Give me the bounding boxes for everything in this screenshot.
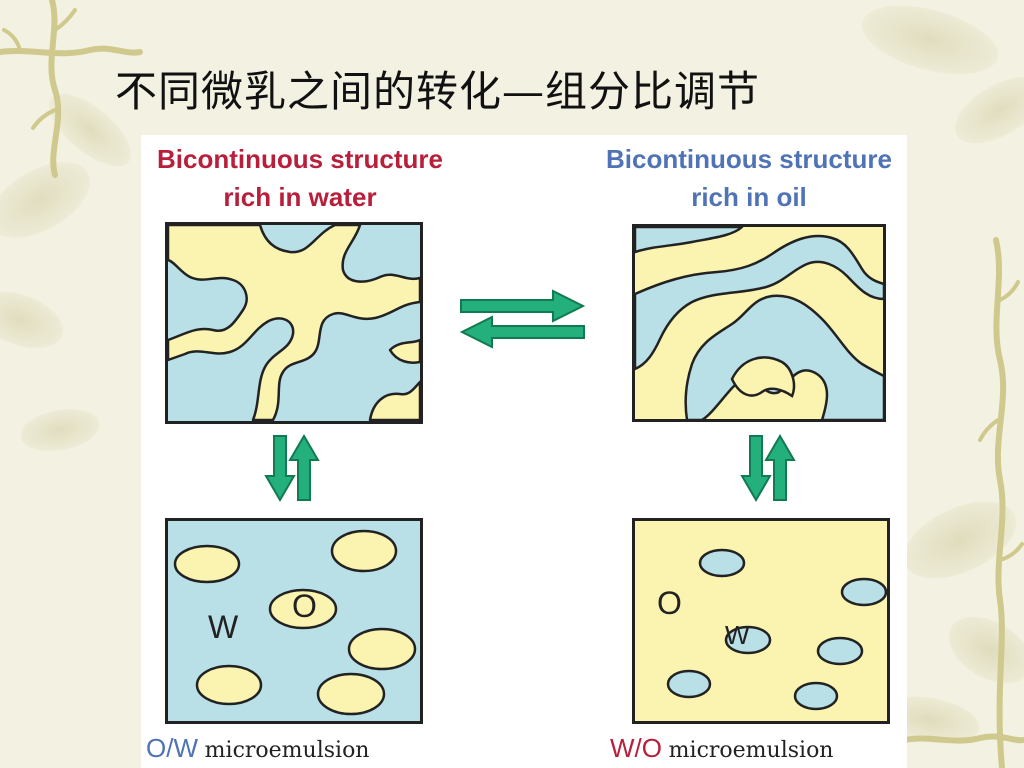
label-bicontinuous-oil: Bicontinuous structure rich in oil: [590, 140, 908, 216]
water-droplet: [666, 669, 712, 699]
caption-ow: O/W microemulsion: [146, 733, 369, 764]
figure-ow-microemulsion: [165, 518, 423, 724]
caption-abbr: W/O: [610, 733, 662, 763]
vine-top-left: [0, 0, 143, 178]
oil-droplet: [330, 529, 398, 573]
arrow-left-icon: [459, 315, 585, 349]
water-droplet: [840, 577, 888, 607]
arrow-down-icon: [740, 435, 772, 502]
figure-wo-microemulsion: [632, 518, 890, 724]
oil-droplet: [195, 664, 263, 706]
label-bicontinuous-water: Bicontinuous structure rich in water: [141, 140, 459, 216]
arrow-right-icon: [460, 289, 586, 323]
label-line-2: rich in water: [223, 182, 377, 212]
water-droplet: [698, 548, 746, 578]
caption-abbr: O/W: [146, 733, 198, 763]
figure-bicontinuous-oil: [632, 224, 886, 422]
leaf-cluster-top-right: [861, 5, 1024, 144]
figure-bicontinuous-water: [165, 222, 423, 424]
slide-title: 不同微乳之间的转化—组分比调节: [115, 67, 761, 116]
oil-droplet: [347, 627, 417, 671]
oil-droplet: [268, 588, 338, 630]
phase-label-oil: O: [657, 585, 682, 621]
leaf-cluster-left: [0, 93, 131, 451]
oil-droplet: [316, 672, 386, 716]
caption-word: microemulsion: [204, 738, 370, 763]
arrow-up-icon: [288, 434, 320, 501]
label-line-1: Bicontinuous structure: [156, 144, 443, 174]
arrow-equilibrium-vertical-right: [740, 434, 796, 502]
arrow-up-icon: [764, 434, 796, 501]
water-droplet: [816, 636, 864, 666]
arrow-down-icon: [264, 435, 296, 502]
oil-droplet: [173, 544, 241, 584]
arrow-equilibrium-horizontal: [459, 289, 586, 349]
vine-right: [978, 237, 1024, 768]
water-droplet: [724, 625, 772, 655]
label-line-1: Bicontinuous structure: [605, 144, 892, 174]
phase-label-oil: O: [292, 588, 317, 624]
vine-bottom-right: [902, 733, 1024, 744]
label-line-2: rich in oil: [691, 182, 807, 212]
phase-label-water: W: [208, 609, 239, 645]
caption-word: microemulsion: [668, 738, 834, 763]
arrow-equilibrium-vertical-left: [264, 434, 320, 502]
phase-label-water: W: [725, 620, 750, 650]
water-droplet: [793, 681, 839, 711]
caption-wo: W/O microemulsion: [610, 733, 833, 764]
